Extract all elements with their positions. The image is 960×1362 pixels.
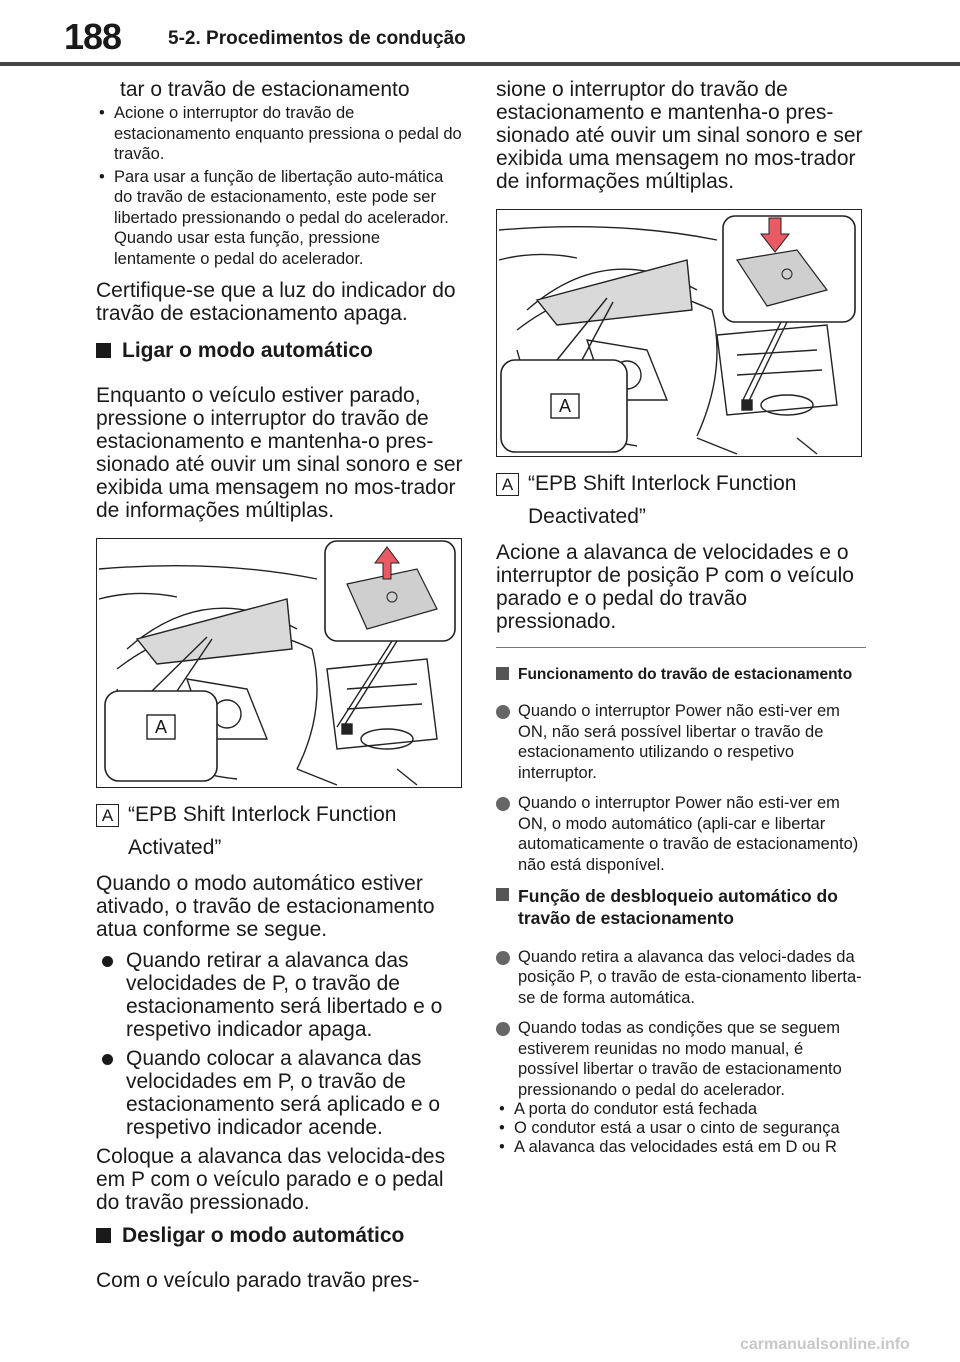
caption-box-a-2: A (496, 473, 519, 496)
header-rule (0, 62, 960, 66)
section-title: 5-2. Procedimentos de condução (168, 28, 466, 49)
auto-dot-2: Quando colocar a alavanca das velocidade… (96, 1047, 466, 1139)
intro-line: tar o travão de estacionamento (120, 78, 410, 101)
auto-off-continued: sione o interruptor do travão de estacio… (496, 78, 863, 193)
condition-2: O condutor está a usar o cinto de segura… (496, 1119, 866, 1138)
lever-paragraph: Acione a alavanca de velocidades e o int… (496, 541, 854, 633)
heading-auto-release: Função de desbloqueio automático do trav… (496, 885, 866, 929)
condition-3: A alavanca das velocidades está em D ou … (496, 1138, 866, 1157)
figure-deactivate: A (496, 209, 862, 457)
figure-activate: A (96, 538, 462, 788)
figure-label-a: A (154, 717, 167, 737)
page-number: 188 (64, 16, 122, 57)
release-item-2: Quando todas as condições que se seguem … (496, 1018, 866, 1100)
auto-mode-paragraph: Quando o modo automático estiver ativado… (96, 872, 435, 941)
heading-auto-on: Ligar o modo automático (96, 339, 466, 363)
auto-dot-1: Quando retirar a alavanca das velocidade… (96, 949, 466, 1041)
section-divider (496, 647, 866, 648)
func-item-1: Quando o interruptor Power não esti-ver … (496, 701, 866, 783)
figure-label-a-2: A (558, 396, 571, 416)
heading-auto-off: Desligar o modo automático (96, 1224, 466, 1248)
watermark-footer: carmanualsonline.info (740, 1336, 910, 1353)
dashboard-illustration-activate (98, 540, 456, 786)
heading-functioning: Funcionamento do travão de estacionament… (496, 664, 866, 686)
auto-on-paragraph: Enquanto o veículo estiver parado, press… (96, 384, 463, 522)
bullet-2: Para usar a função de libertação auto-má… (96, 167, 466, 270)
caption-activated: A “EPB Shift Interlock Function Activate… (96, 798, 466, 864)
caption-text-2: “EPB Shift Interlock Function Deactivate… (528, 472, 797, 528)
release-item-1: Quando retira a alavanca das veloci-dade… (496, 947, 866, 1009)
caption-text: “EPB Shift Interlock Function Activated” (128, 803, 397, 859)
check-text: Certifique-se que a luz do indicador do … (96, 279, 456, 325)
caption-deactivated: A “EPB Shift Interlock Function Deactiva… (496, 467, 866, 533)
place-paragraph: Coloque a alavanca das velocida-des em P… (96, 1145, 446, 1214)
bullet-1: Acione o interruptor do travão de estaci… (96, 103, 466, 165)
func-item-2: Quando o interruptor Power não esti-ver … (496, 793, 866, 875)
condition-1: A porta do condutor está fechada (496, 1100, 866, 1119)
auto-off-start: Com o veículo parado travão pres- (96, 1269, 420, 1292)
page-header: 188 5-2. Procedimentos de condução (0, 0, 960, 66)
right-column: sione o interruptor do travão de estacio… (496, 78, 866, 1157)
left-column: tar o travão de estacionamento Acione o … (96, 78, 466, 1292)
dashboard-illustration-deactivate (498, 215, 856, 455)
caption-box-a: A (96, 804, 119, 827)
